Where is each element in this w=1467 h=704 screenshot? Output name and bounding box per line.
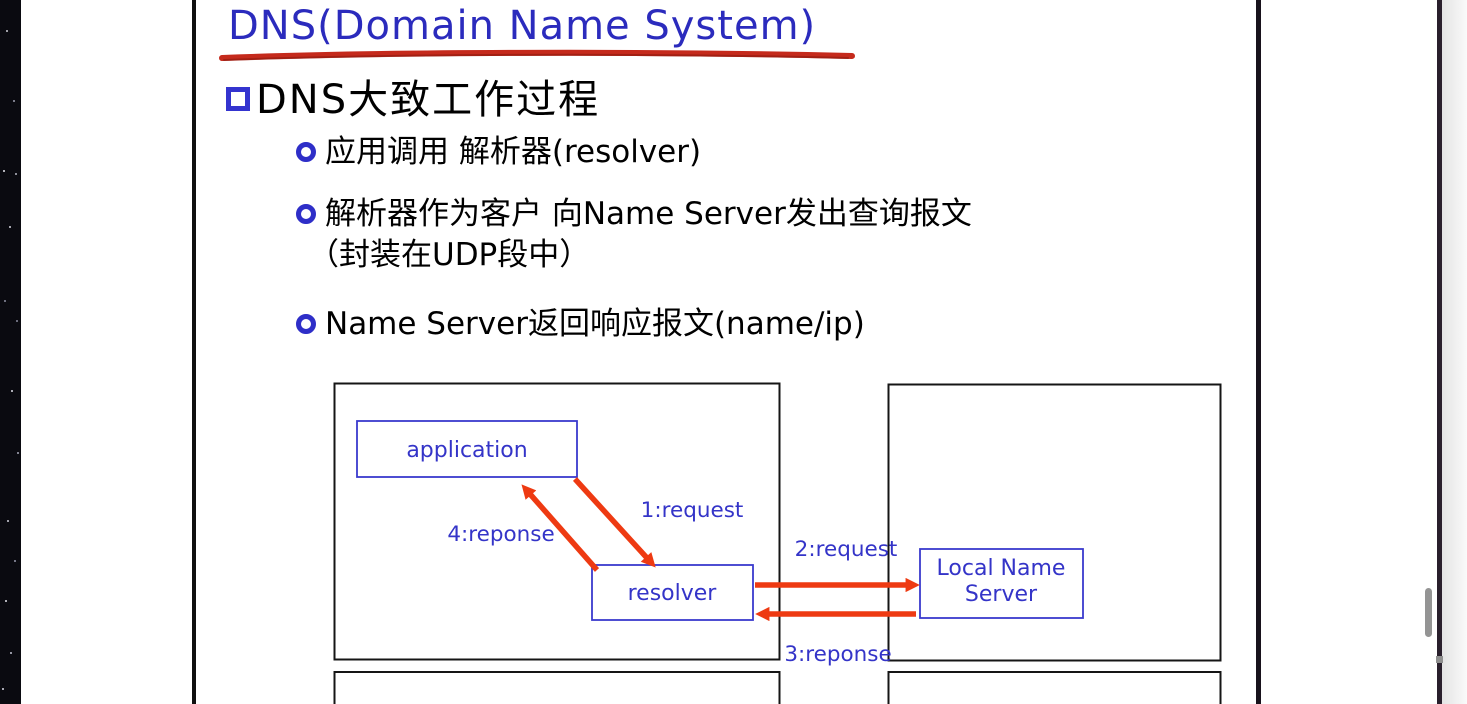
bullet-text: Name Server返回响应报文(name/ip) xyxy=(325,306,865,342)
resolver-label: resolver xyxy=(628,581,718,606)
host-box-left-lower xyxy=(333,671,781,704)
dns-diagram: application resolver Local Name Server 1… xyxy=(333,382,1222,704)
step4-label: 4:reponse xyxy=(447,522,554,547)
heading-text: DNS大致工作过程 xyxy=(256,77,601,123)
arrow-4-response xyxy=(521,484,600,572)
bullet-text: 应用调用 解析器(resolver) xyxy=(325,134,702,170)
circle-bullet-icon xyxy=(296,142,316,162)
star-dots xyxy=(0,0,2,2)
window-edge-notch xyxy=(1436,656,1443,663)
heading-row: DNS大致工作过程 xyxy=(226,78,600,122)
window-right-edge xyxy=(1437,0,1442,704)
host-box-right xyxy=(887,383,1222,662)
step2-label: 2:request xyxy=(795,537,898,562)
step1-label: 1:request xyxy=(641,498,744,523)
host-box-right-lower xyxy=(887,671,1222,704)
slide-canvas: DNS(Domain Name System) DNS大致工作过程 应用调用 解… xyxy=(196,0,1256,704)
arrow-1-request xyxy=(572,477,656,568)
application-label: application xyxy=(406,438,527,463)
desktop-background xyxy=(0,0,21,704)
host-box-left xyxy=(333,382,781,661)
circle-bullet-icon xyxy=(296,204,316,224)
outer-panel xyxy=(1442,0,1467,704)
slide-left-border xyxy=(192,0,196,704)
scrollbar-thumb[interactable] xyxy=(1425,588,1432,637)
bullet-item-continuation: （封装在UDP段中） xyxy=(308,237,590,273)
slide-right-border xyxy=(1256,0,1261,704)
local-name-server-label-line1: Local Name xyxy=(937,556,1066,581)
bullet-item: 解析器作为客户 向Name Server发出查询报文 xyxy=(296,196,972,232)
circle-bullet-icon xyxy=(296,314,316,334)
bullet-item: Name Server返回响应报文(name/ip) xyxy=(296,306,865,342)
square-bullet-icon xyxy=(226,87,250,111)
title-underline-marker xyxy=(219,49,855,61)
local-name-server-box xyxy=(919,548,1084,619)
resolver-box xyxy=(591,564,754,621)
bullet-item: 应用调用 解析器(resolver) xyxy=(296,134,701,170)
step3-label: 3:reponse xyxy=(784,642,891,667)
slide-title: DNS(Domain Name System) xyxy=(228,3,817,49)
bullet-text: 解析器作为客户 向Name Server发出查询报文 xyxy=(325,196,972,232)
bullet-text: （封装在UDP段中） xyxy=(308,237,591,273)
application-box xyxy=(356,420,578,478)
local-name-server-label-line2: Server xyxy=(965,582,1038,607)
